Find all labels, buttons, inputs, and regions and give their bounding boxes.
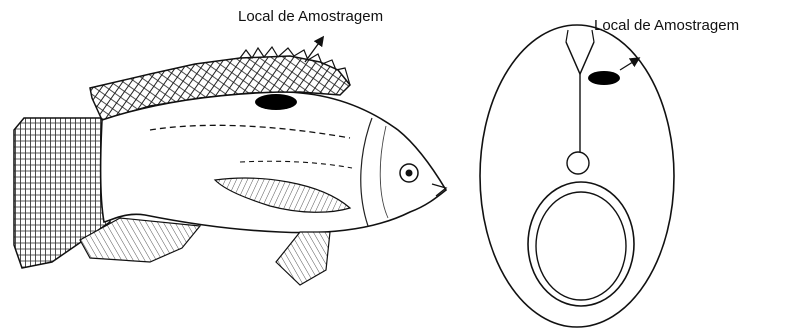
fish-drawing <box>14 47 446 285</box>
cross-section-vertebra <box>567 152 589 174</box>
fish-pelvic-fin <box>276 232 330 285</box>
cross-section-body-cavity-outer <box>528 182 634 306</box>
fish-sampling-site-mark <box>255 94 297 110</box>
fish-sampling-arrow <box>305 40 321 62</box>
fish-body <box>101 92 446 233</box>
cross-section-sampling-site-label: Local de Amostragem <box>594 18 739 33</box>
cross-section-drawing <box>480 25 674 327</box>
fish-sampling-site-label: Local de Amostragem <box>238 9 383 24</box>
cross-section-sampling-site-mark <box>588 71 620 85</box>
